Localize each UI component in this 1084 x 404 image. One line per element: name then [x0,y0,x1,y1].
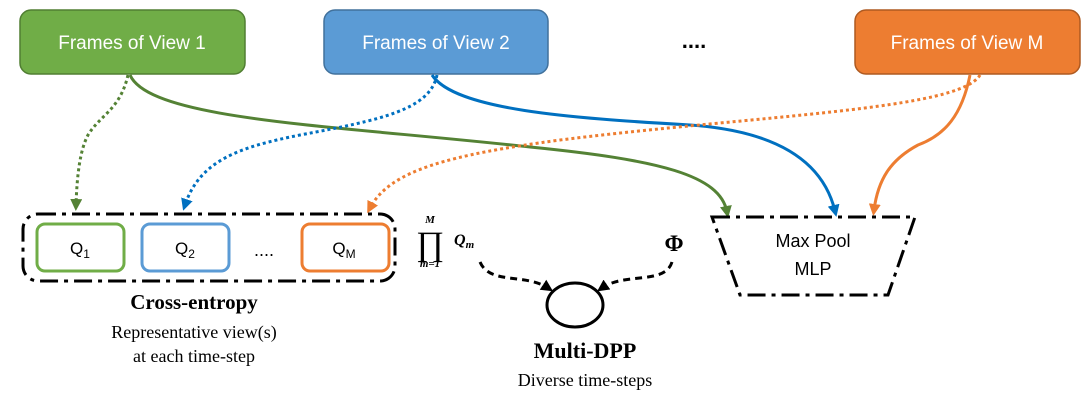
q-box-2-base: Q [175,239,188,258]
q-ellipsis: .... [254,240,274,260]
arrow-phi-to-dpp [597,261,674,292]
product-lower: m=1 [420,258,440,270]
product-upper: M [424,214,436,226]
cross-entropy-container [21,212,397,283]
view-box-m-label: Frames of View M [891,33,1044,54]
view-box-1-label: Frames of View 1 [58,33,205,54]
arrow-view2-to-q2 [181,74,439,211]
pool-label: Max Pool [775,231,850,251]
view-box-1: Frames of View 1 [19,9,246,75]
product-formula: M ∏ m=1 Qm [416,214,475,270]
q-box-1-sub: 1 [83,247,90,261]
views-ellipsis: .... [682,28,706,53]
cross-entropy-desc-1: Representative view(s) [111,322,276,343]
mlp-label: MLP [794,259,831,279]
view-box-m: Frames of View M [854,9,1081,75]
q-box-1: Q1 [35,222,126,273]
arrow-view2-to-pool [430,74,840,217]
view-box-2-label: Frames of View 2 [362,33,509,54]
q-box-2: Q2 [140,222,231,273]
arrow-product-to-dpp [478,261,554,292]
product-term: Q [454,232,466,249]
dpp-node [545,281,605,329]
q-box-2-sub: 2 [188,247,195,261]
view-box-2: Frames of View 2 [323,9,549,75]
cross-entropy-desc-2: at each time-step [133,346,255,366]
dpp-title: Multi-DPP [534,338,637,363]
arrow-viewm-to-pool [868,74,972,216]
q-box-1-base: Q [70,239,83,258]
dpp-desc: Diverse time-steps [518,370,652,390]
cross-entropy-title: Cross-entropy [130,290,258,314]
svg-text:QM: QM [332,239,355,261]
arrow-view1-to-q1 [70,74,130,211]
product-term-sub: m [466,239,475,251]
arrow-viewm-to-qm [367,74,982,214]
q-box-m: QM [300,222,391,273]
phi-symbol: Φ [664,231,683,256]
svg-text:Qm: Qm [454,232,475,251]
product-symbol: ∏ [416,226,444,263]
arrow-view1-to-pool [128,74,732,218]
svg-text:Q2: Q2 [175,239,195,261]
q-box-m-base: Q [332,239,345,258]
svg-text:Q1: Q1 [70,239,90,261]
q-box-m-sub: M [346,247,356,261]
pool-mlp-trapezoid [709,215,918,297]
